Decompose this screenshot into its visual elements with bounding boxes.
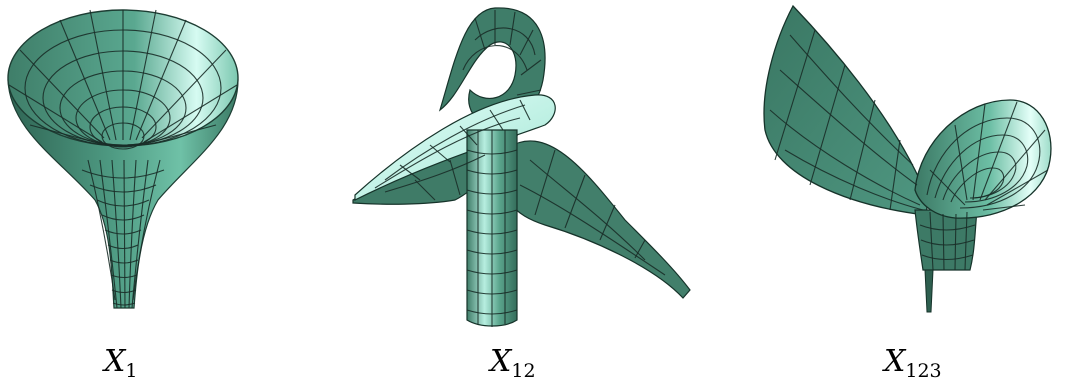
surface-x1 <box>0 0 250 330</box>
caption-symbol: X <box>884 344 906 379</box>
surface-x123 <box>755 0 1055 330</box>
caption-x123: X123 <box>884 344 942 382</box>
caption-symbol: X <box>104 344 126 379</box>
caption-symbol: X <box>490 344 512 379</box>
caption-x12: X12 <box>490 344 536 382</box>
caption-subscript: 123 <box>905 360 942 382</box>
caption-subscript: 1 <box>125 360 138 382</box>
surface-x12 <box>345 0 695 330</box>
caption-subscript: 12 <box>511 360 536 382</box>
caption-x1: X1 <box>104 344 137 382</box>
